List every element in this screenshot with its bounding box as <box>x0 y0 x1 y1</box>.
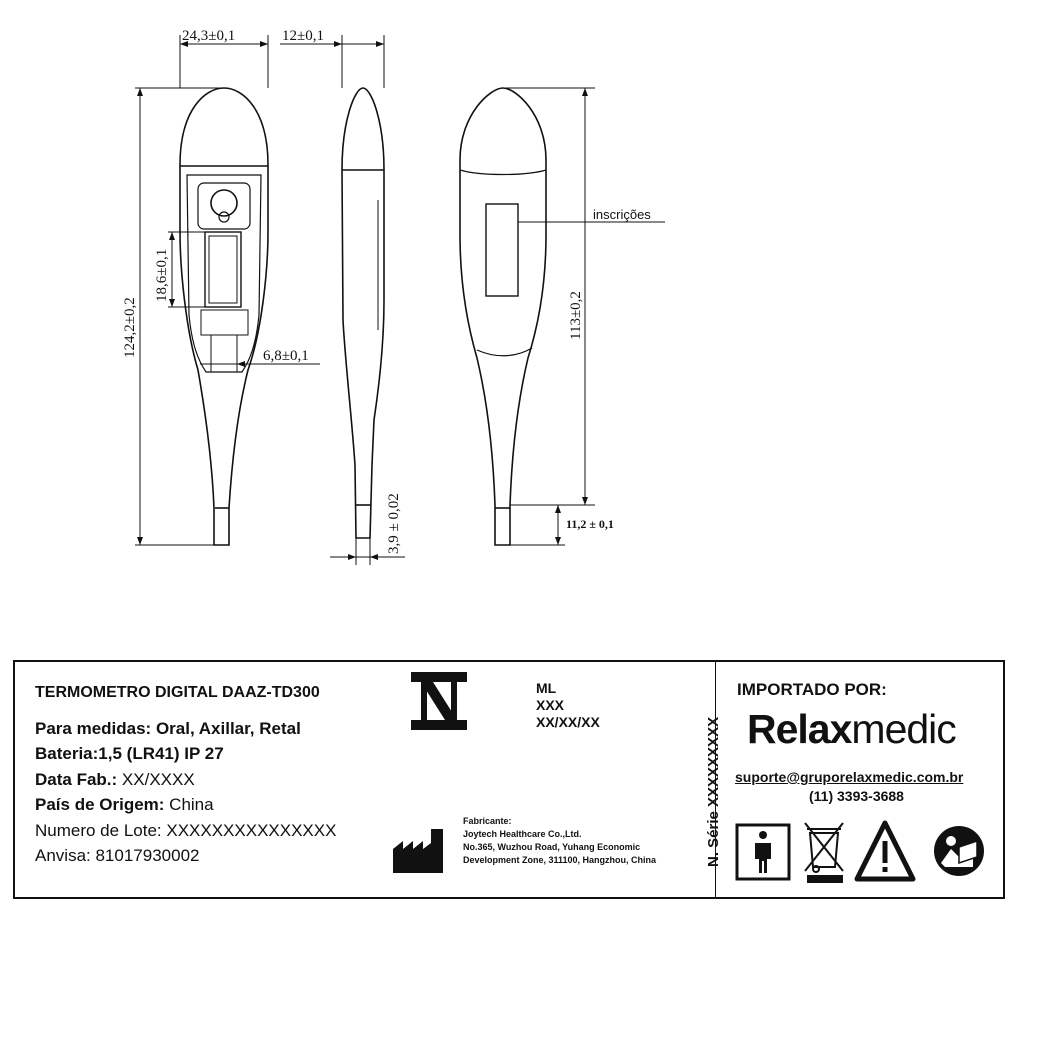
product-info: TERMOMETRO DIGITAL DAAZ-TD300 Para medid… <box>35 680 395 869</box>
xxx-text: XXX <box>536 697 565 713</box>
back-view-outline <box>459 87 547 546</box>
date-text: XX/XX/XX <box>536 714 600 730</box>
ml-text: ML <box>536 680 557 696</box>
manufacturer-info: Fabricante: Joytech Healthcare Co.,Ltd. … <box>463 815 656 867</box>
weee-crossed-bin-icon <box>804 822 844 883</box>
dim-body-length: 113±0,2 <box>568 291 584 340</box>
support-phone: (11) 3393-3688 <box>809 788 904 804</box>
brand-logo: Relaxmedic <box>747 706 957 752</box>
serial-number: N. Série XXXXXXXXX <box>705 716 722 867</box>
origin-label: País de Origem: <box>35 795 165 814</box>
inscriptions-callout: inscrições <box>593 207 651 222</box>
imported-by: IMPORTADO POR: <box>737 680 887 699</box>
manufacturer-heading: Fabricante: <box>463 816 512 826</box>
thermometer-technical-drawing: 24,3±0,1 12±0,1 18,6±0,1 6,8±0,1 124,2±0… <box>122 28 665 565</box>
manufacturer-address-1: No.365, Wuzhou Road, Yuhang Economic <box>463 842 641 852</box>
product-title: TERMOMETRO DIGITAL DAAZ-TD300 <box>35 684 320 701</box>
dim-tip-length: 11,2 ± 0,1 <box>566 517 614 531</box>
dim-display-height: 18,6±0,1 <box>154 249 170 302</box>
fab-date-value: XX/XXXX <box>121 769 195 789</box>
dim-width: 24,3±0,1 <box>182 28 235 44</box>
fab-date-label: Data Fab.: <box>35 769 118 789</box>
dim-thickness: 12±0,1 <box>282 28 324 44</box>
anvisa-number: Anvisa: 81017930002 <box>35 846 200 865</box>
ml-block: ML XXX XX/XX/XX <box>536 680 600 731</box>
manufacturer-factory-icon <box>393 829 443 873</box>
type-b-applied-part-icon <box>735 823 791 881</box>
warning-triangle-icon <box>854 820 916 882</box>
inmetro-icon <box>411 672 467 730</box>
product-label: TERMOMETRO DIGITAL DAAZ-TD300 Para medid… <box>13 660 1005 899</box>
dim-total-length: 124,2±0,2 <box>122 297 138 358</box>
battery-spec: Bateria:1,5 (LR41) IP 27 <box>35 744 224 763</box>
label-divider <box>715 662 716 897</box>
origin-value: China <box>169 795 214 814</box>
dim-display-width: 6,8±0,1 <box>263 348 309 364</box>
side-view-outline <box>341 87 385 539</box>
manufacturer-address-2: Development Zone, 311100, Hangzhou, Chin… <box>463 855 657 865</box>
manufacturer-name: Joytech Healthcare Co.,Ltd. <box>463 829 582 839</box>
regulatory-symbols <box>735 820 984 883</box>
front-view-outline <box>179 87 269 546</box>
measurement-modes: Para medidas: Oral, Axillar, Retal <box>35 718 301 738</box>
read-manual-icon <box>934 826 984 876</box>
dim-tip-diameter: 3,9 ± 0,02 <box>386 493 402 554</box>
support-email: suporte@gruporelaxmedic.com.br <box>735 769 964 785</box>
lot-number: Numero de Lote: XXXXXXXXXXXXXXX <box>35 820 337 840</box>
